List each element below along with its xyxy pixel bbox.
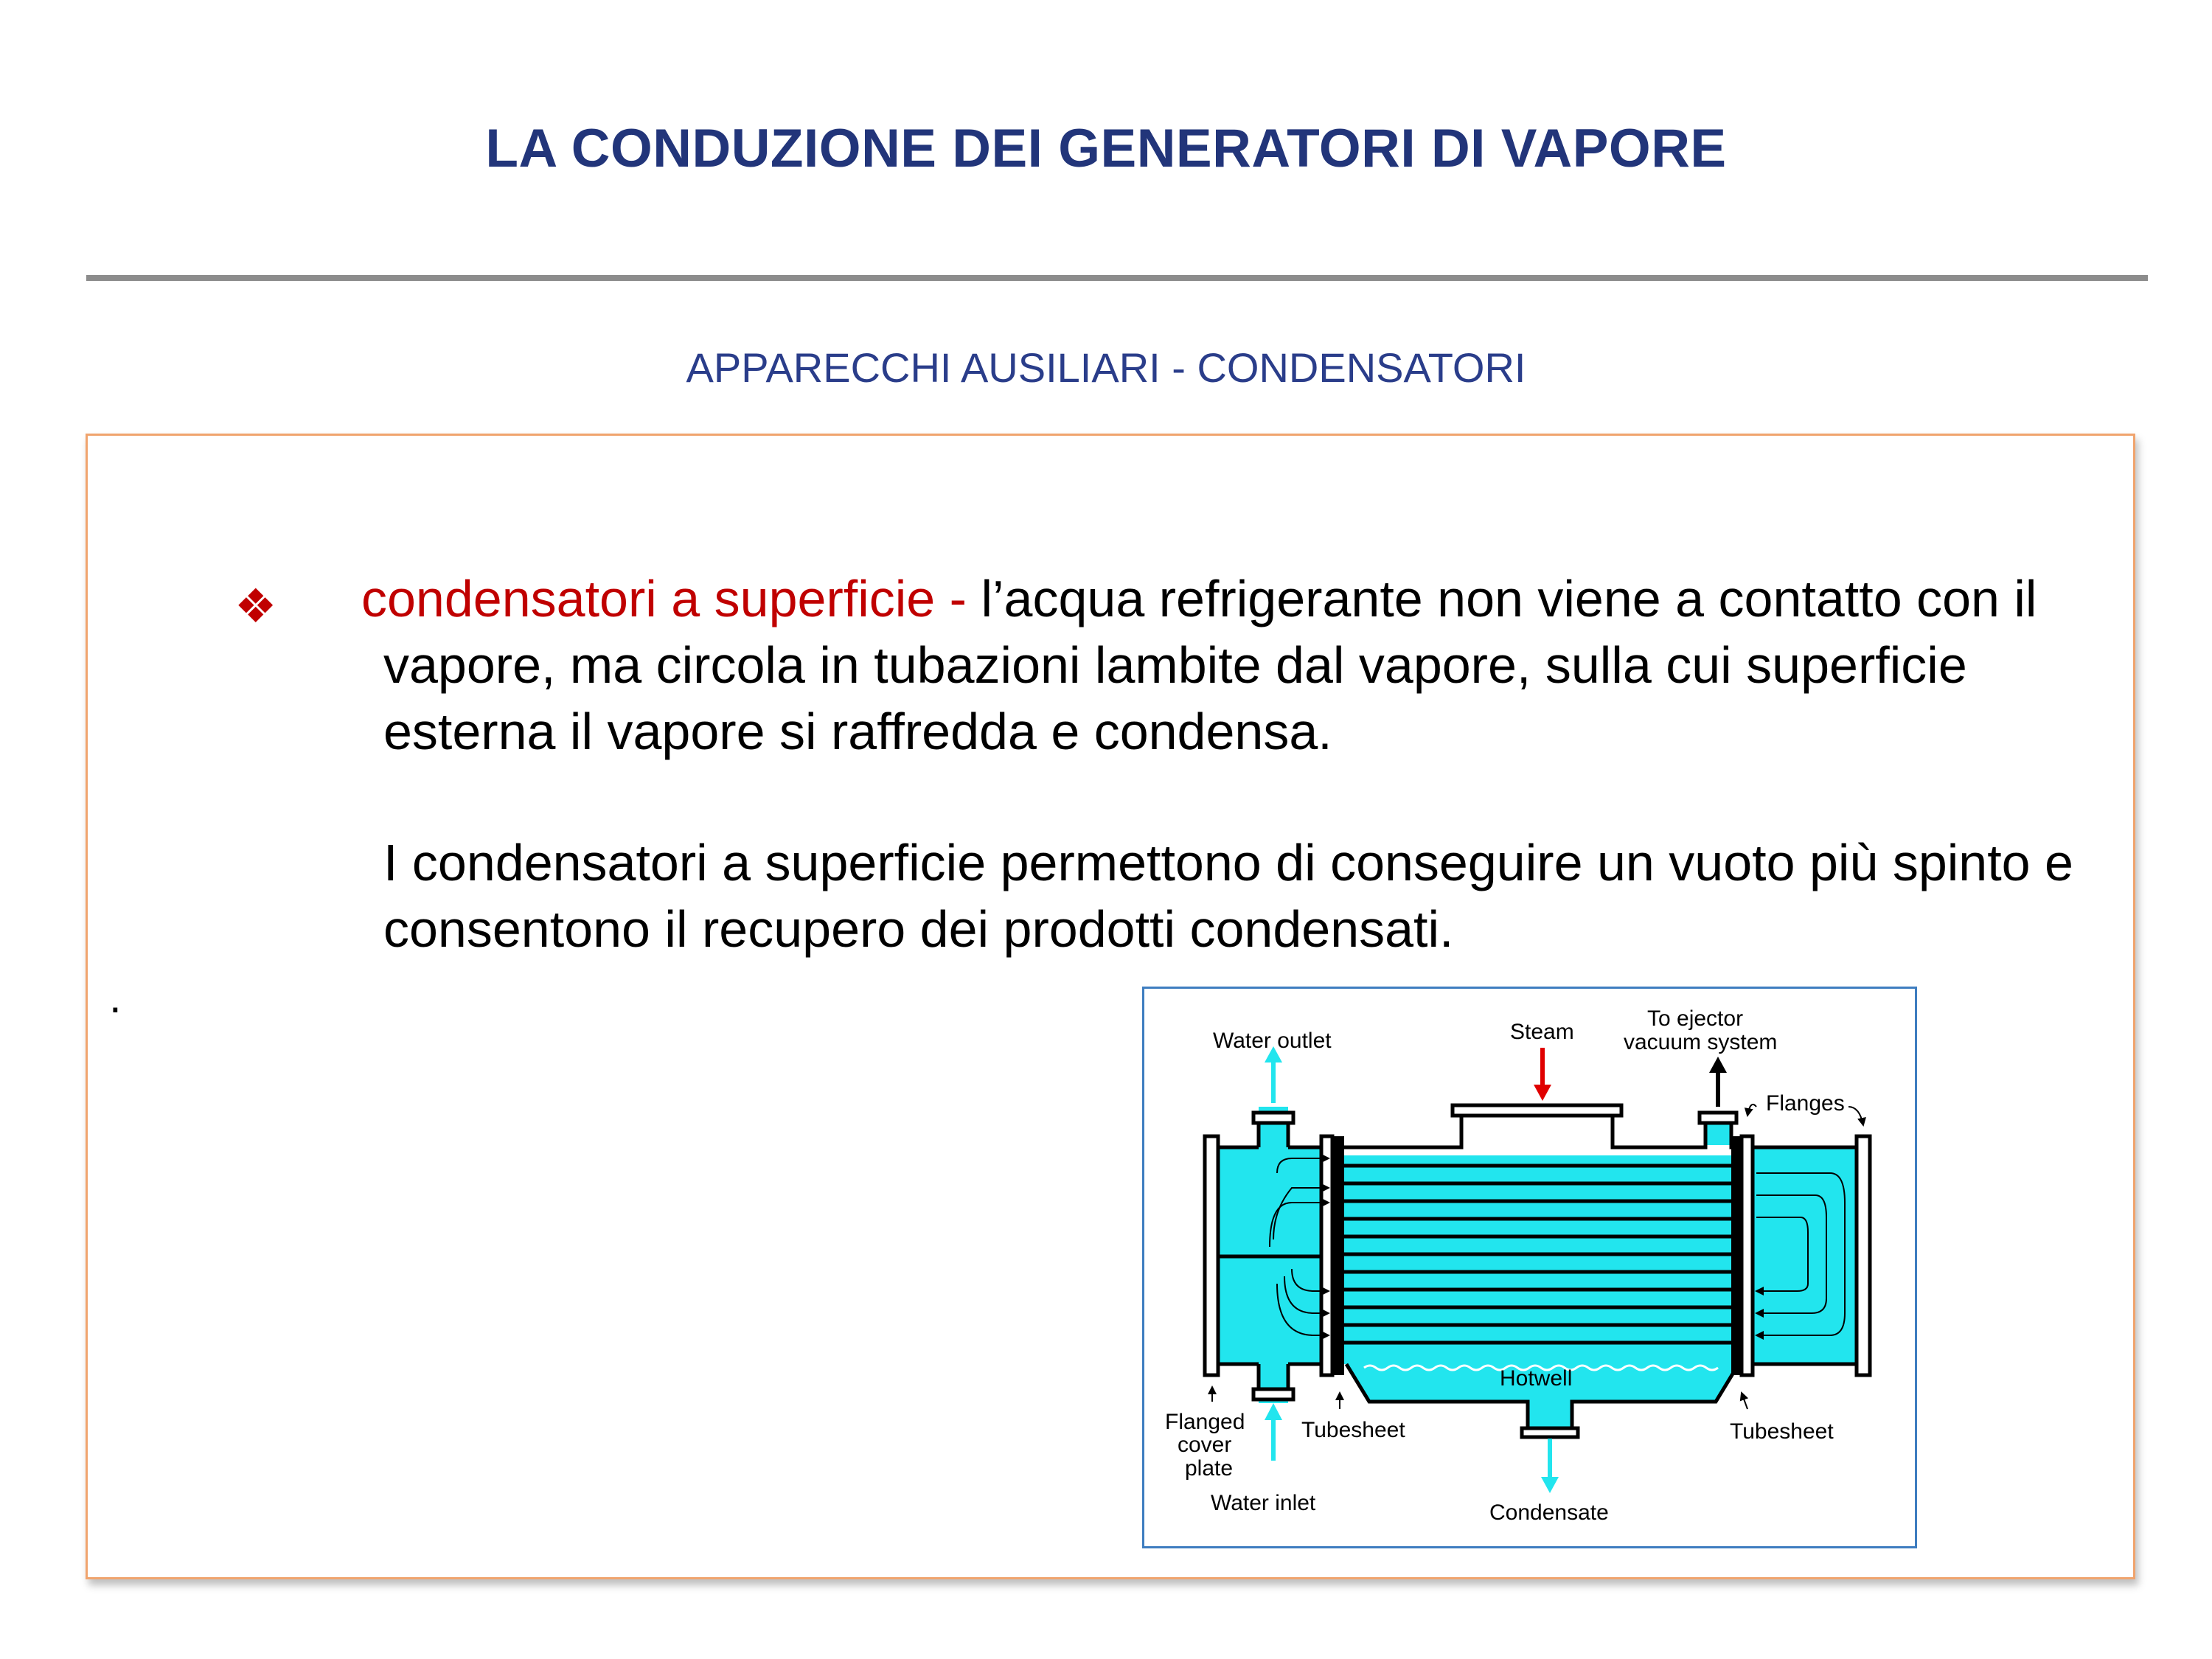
- title-divider: [86, 275, 2148, 281]
- label-vacuum-system: vacuum system: [1624, 1030, 1777, 1054]
- condenser-diagram: Water outlet Steam To ejector vacuum sys…: [1142, 987, 1917, 1548]
- bullet-paragraph: condensatori a superficie - l’acqua refr…: [361, 566, 2079, 765]
- label-tubesheet-right: Tubesheet: [1730, 1419, 1834, 1444]
- label-water-outlet: Water outlet: [1213, 1029, 1332, 1053]
- label-water-inlet: Water inlet: [1211, 1491, 1316, 1515]
- label-cover: cover: [1178, 1433, 1231, 1457]
- condensate-arrow-icon: [1541, 1439, 1559, 1493]
- water-inlet-arrow-icon: [1265, 1403, 1282, 1461]
- condenser-diagram-svg: Water outlet Steam To ejector vacuum sys…: [1165, 1006, 1872, 1525]
- label-pointers: [1208, 1104, 1866, 1410]
- label-plate: plate: [1185, 1456, 1233, 1481]
- label-steam: Steam: [1510, 1020, 1574, 1044]
- steam-arrow-icon: [1534, 1048, 1551, 1101]
- ejector-arrow-icon: [1709, 1057, 1727, 1107]
- lead-text: l’acqua refrigerante non viene a contatt…: [383, 570, 2037, 760]
- diamond-bullet-icon: ❖: [234, 580, 277, 633]
- label-hotwell: Hotwell: [1500, 1366, 1572, 1391]
- lead-term: condensatori a superficie -: [361, 570, 981, 627]
- label-condensate: Condensate: [1489, 1500, 1609, 1525]
- slide-subtitle: APPARECCHI AUSILIARI - CONDENSATORI: [686, 344, 1526, 391]
- tube-bundle: [1344, 1164, 1731, 1345]
- label-tubesheet-left: Tubesheet: [1301, 1418, 1405, 1442]
- hotwell-waterline: [1363, 1364, 1719, 1371]
- water-outlet-arrow-icon: [1265, 1046, 1282, 1103]
- stray-mark: .: [109, 973, 122, 1022]
- label-flanges: Flanges: [1766, 1091, 1845, 1116]
- second-paragraph: I condensatori a superficie permettono d…: [383, 834, 2073, 958]
- tubesheets: [1332, 1136, 1743, 1375]
- label-flanged: Flanged: [1165, 1410, 1245, 1434]
- flange-plates: [1203, 1103, 1872, 1439]
- slide-title: LA CONDUZIONE DEI GENERATORI DI VAPORE: [485, 119, 1727, 178]
- label-to-ejector: To ejector: [1647, 1006, 1743, 1031]
- water-flow-lines: [1269, 1154, 1846, 1340]
